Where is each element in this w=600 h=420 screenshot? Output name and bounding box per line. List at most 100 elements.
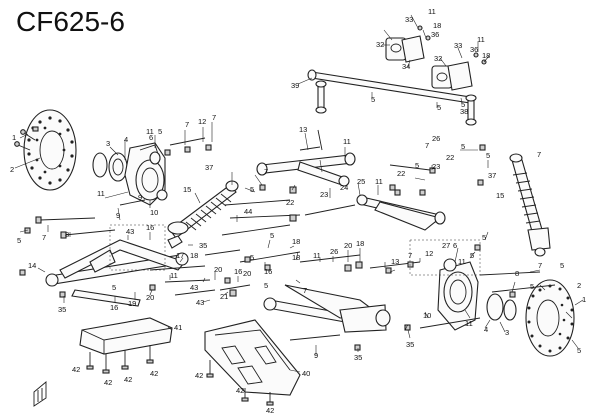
callout-16: 16: [146, 223, 154, 232]
callout-42c: 42: [124, 375, 132, 384]
shock-absorber-right: [509, 153, 551, 257]
callout-43: 43: [126, 227, 134, 236]
leader-lines: [14, 14, 584, 373]
callout-20: 20: [214, 265, 222, 274]
callout-12: 12: [198, 117, 206, 126]
callout-11i: 11: [428, 7, 436, 16]
callout-6: 6: [149, 133, 153, 142]
callout-11g: 11: [458, 257, 466, 266]
callout-5j: 5: [264, 281, 268, 290]
upper-a-arm-right: [256, 129, 356, 187]
callout-14: 14: [28, 261, 36, 270]
callout-5d: 5: [461, 142, 465, 151]
callout-37: 37: [205, 163, 213, 172]
disc-bolts-left: [14, 126, 39, 151]
callout-27: 27: [442, 241, 450, 250]
callout-35c: 35: [354, 353, 362, 362]
callout-16b: 16: [234, 267, 242, 276]
detail-boxes: [109, 224, 481, 276]
callout-5k: 5: [482, 233, 486, 242]
brake-disc-left: [23, 109, 77, 191]
callout-42d: 42: [150, 369, 158, 378]
callout-5g: 5: [250, 253, 254, 262]
callout-35d: 35: [406, 340, 414, 349]
callout-5q: 5: [461, 100, 465, 109]
callout-6b: 6: [453, 241, 457, 250]
stabilizer-bar: [307, 69, 477, 126]
callout-24: 24: [340, 183, 348, 192]
callout-33: 33: [405, 15, 413, 24]
orientation-arrow-icon: [33, 381, 47, 407]
callout-4: 4: [124, 135, 128, 144]
callout-38: 38: [460, 107, 468, 116]
callout-11h: 11: [465, 319, 473, 328]
callout-17: 17: [176, 251, 184, 260]
callout-16c: 16: [110, 303, 118, 312]
skid-guard-left: [79, 317, 173, 374]
callout-40: 40: [302, 369, 310, 378]
stabilizer-bracket-right: [431, 52, 487, 91]
callout-43b: 43: [190, 283, 198, 292]
callout-8: 8: [65, 230, 69, 239]
callout-numbers: 1 2 3 4 6 11 5 7 12 7 11 9 10 37 15 5 7 …: [10, 7, 586, 415]
callout-8b: 8: [515, 269, 519, 278]
callout-39: 39: [291, 81, 299, 90]
callout-7c: 7: [264, 167, 268, 176]
callout-34: 34: [402, 62, 410, 71]
skid-guard-right: [204, 319, 301, 406]
lower-a-arm-left: [45, 239, 189, 307]
callout-11: 11: [146, 127, 154, 136]
callout-18: 18: [190, 251, 198, 260]
callout-37b: 37: [488, 171, 496, 180]
callout-5: 5: [158, 127, 162, 136]
callout-5e: 5: [486, 151, 490, 160]
callout-11e: 11: [170, 271, 178, 280]
callout-10b: 10: [423, 311, 431, 320]
callout-18d: 18: [356, 239, 364, 248]
callout-42e: 42: [195, 371, 203, 380]
callout-5n: 5: [530, 282, 534, 291]
callout-12b: 12: [425, 249, 433, 258]
callout-5c: 5: [415, 161, 419, 170]
callout-7d: 7: [425, 141, 429, 150]
wheel-hub-left: [92, 142, 168, 206]
callout-22b: 22: [397, 169, 405, 178]
callout-20b: 20: [146, 293, 154, 302]
callout-7i: 7: [538, 261, 542, 270]
callout-15b: 15: [496, 191, 504, 200]
callout-22c: 22: [446, 153, 454, 162]
callout-13b: 13: [391, 257, 399, 266]
callout-20c: 20: [243, 269, 251, 278]
callout-5i: 5: [112, 283, 116, 292]
stabilizer-bracket-left: [385, 25, 431, 63]
callout-4b: 4: [484, 325, 488, 334]
callout-7f: 7: [42, 233, 46, 242]
callout-21: 21: [220, 292, 228, 301]
callout-26: 26: [432, 134, 440, 143]
brake-disc-right: [525, 279, 575, 357]
callout-10: 10: [150, 208, 158, 217]
callout-7: 7: [185, 120, 189, 129]
callout-23b: 23: [432, 162, 440, 171]
callout-5h: 5: [270, 231, 274, 240]
callout-41: 41: [174, 323, 182, 332]
callout-7j: 7: [404, 323, 408, 332]
callout-15: 15: [183, 185, 191, 194]
callout-25: 25: [357, 177, 365, 186]
callout-3b: 3: [505, 328, 509, 337]
callout-33b: 33: [454, 41, 462, 50]
callout-42b: 42: [104, 378, 112, 387]
callout-44: 44: [244, 207, 252, 216]
callout-3: 3: [106, 139, 110, 148]
callout-18f: 18: [482, 51, 490, 60]
callout-18c: 18: [292, 253, 300, 262]
callout-23: 23: [320, 190, 328, 199]
callout-11f: 11: [313, 251, 321, 260]
callout-11d: 11: [375, 177, 383, 186]
diagram-title: CF625-6: [16, 6, 125, 37]
callout-9b: 9: [116, 211, 120, 220]
upper-a-arm-left: [356, 194, 446, 231]
callout-5l: 5: [470, 251, 474, 260]
callout-1: 1: [12, 133, 16, 142]
